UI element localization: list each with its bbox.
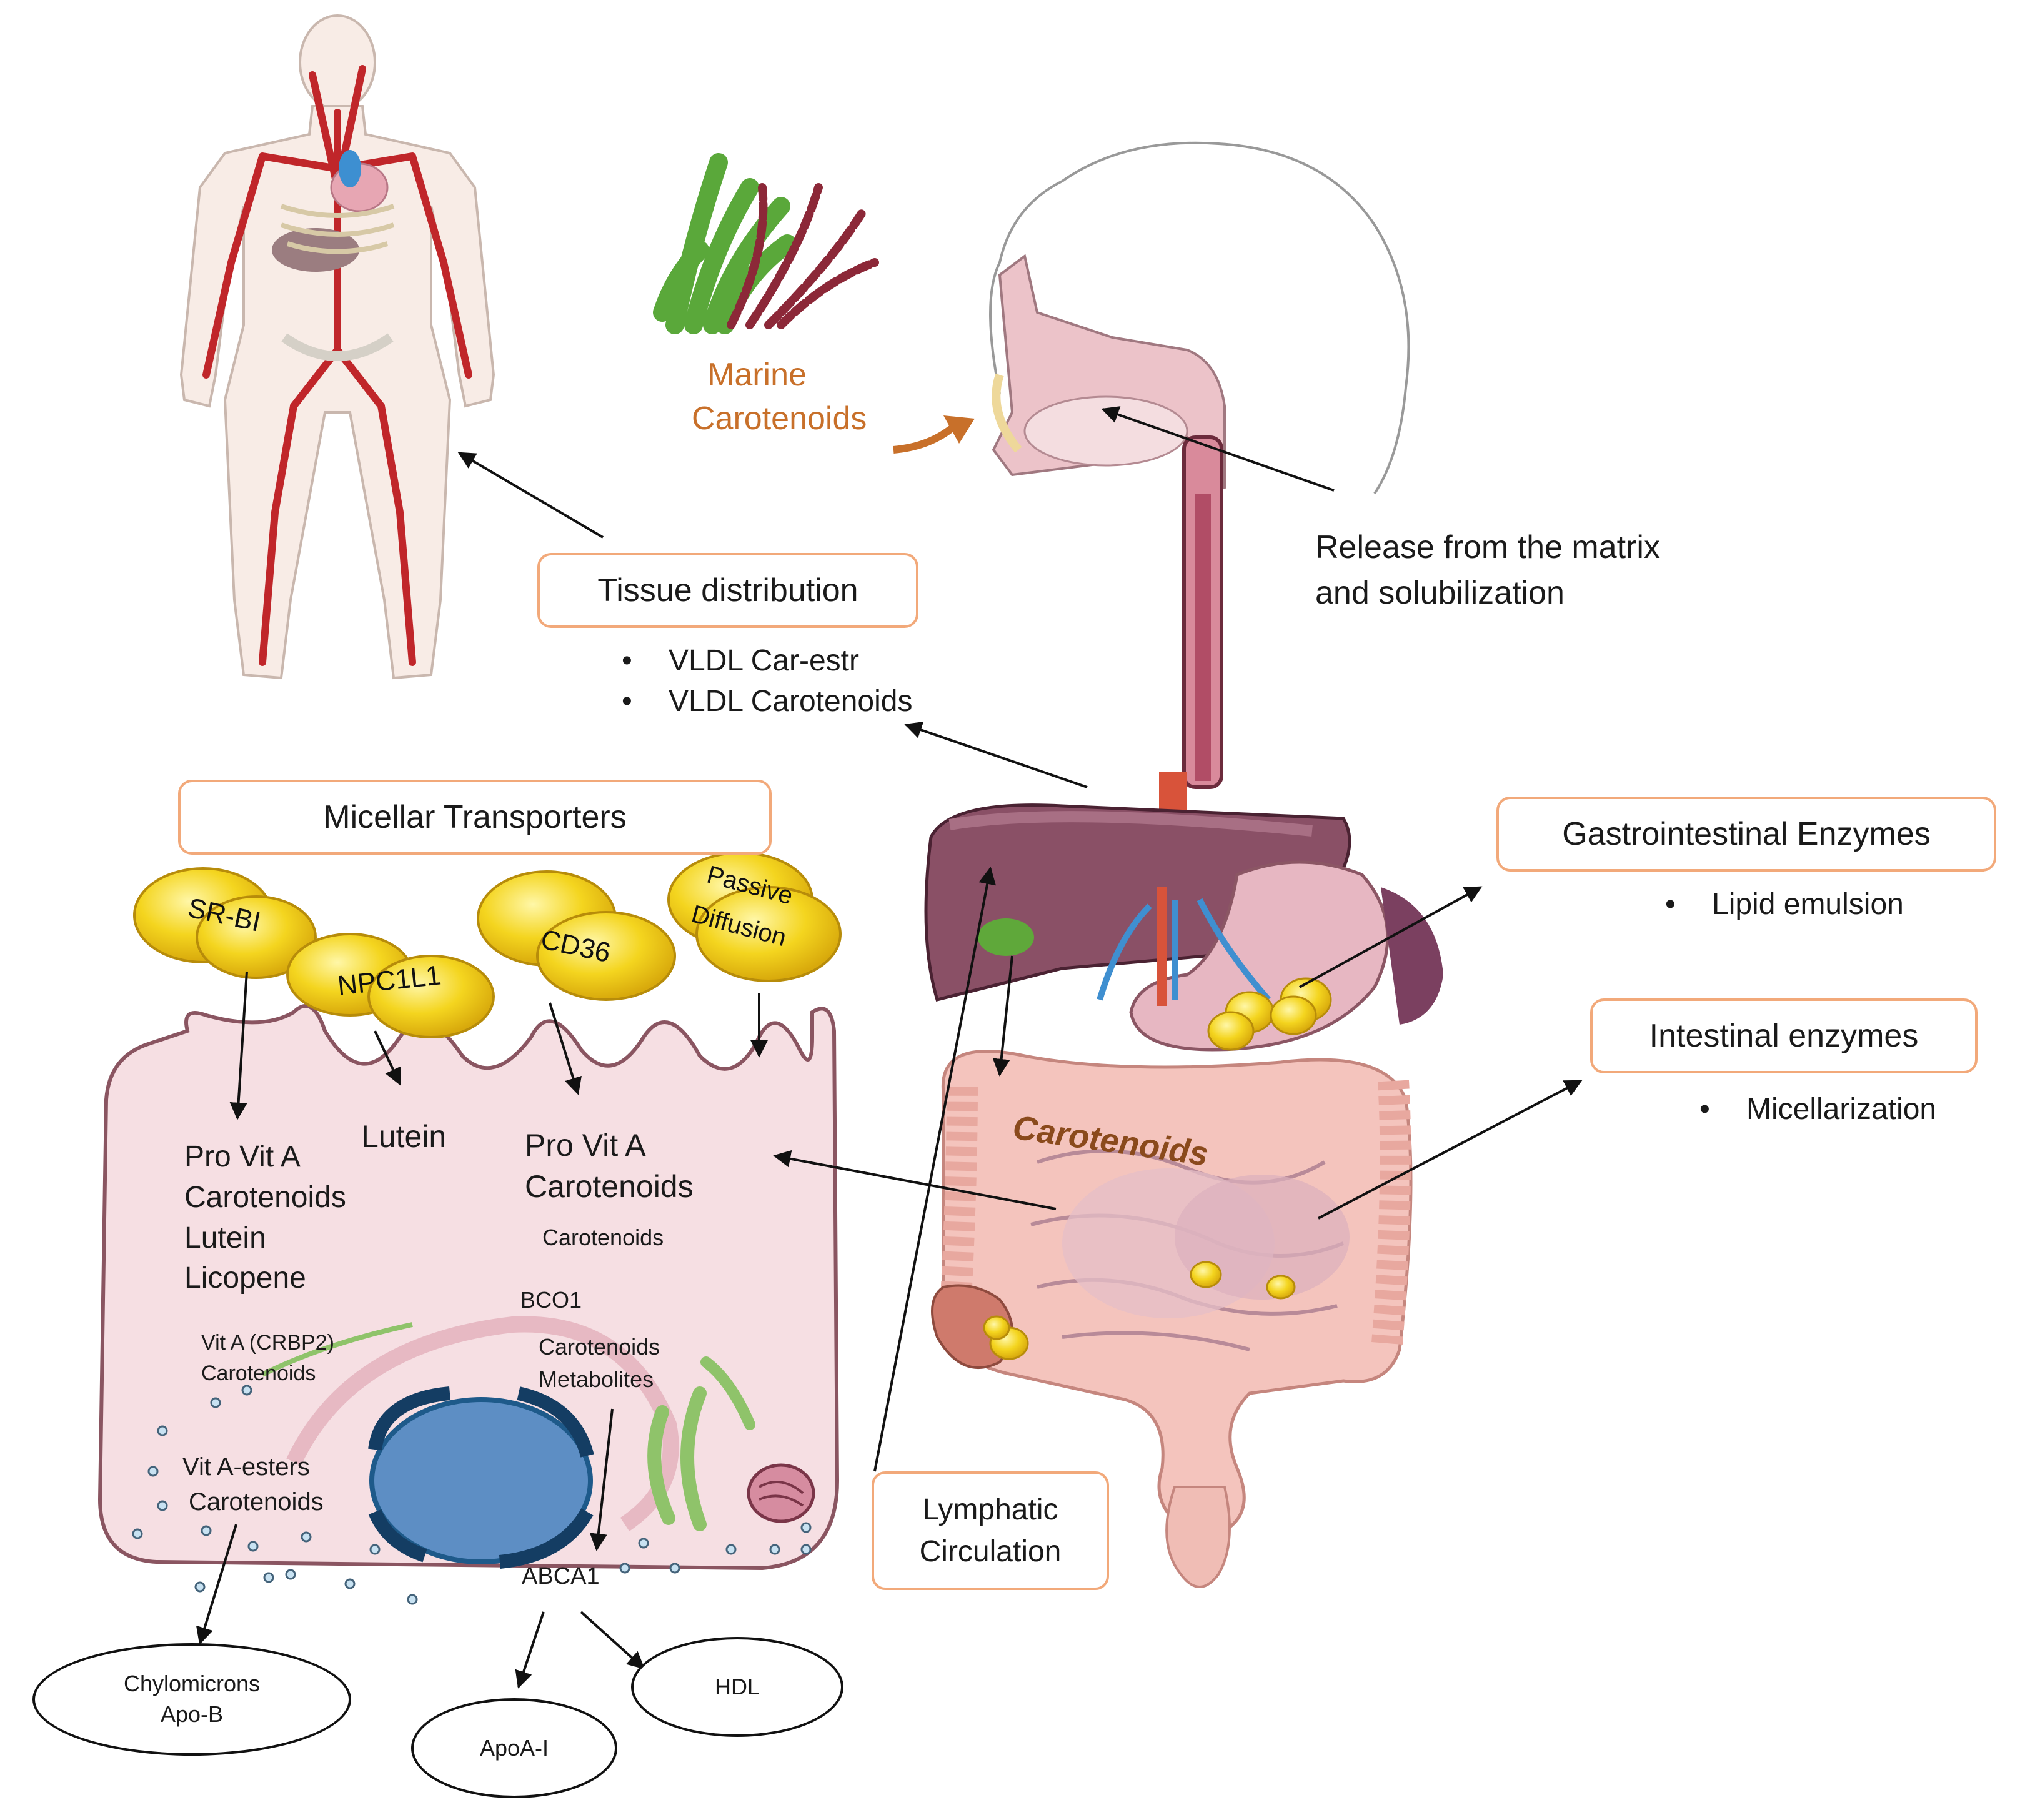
release-label-line2: and solubilization <box>1315 574 1565 611</box>
cell-left-line3: Lutein <box>184 1221 266 1255</box>
lymphatic-circulation-box: Lymphatic Circulation <box>872 1471 1109 1590</box>
abca1-label: ABCA1 <box>522 1563 600 1589</box>
marine-label-line2: Carotenoids <box>692 400 867 437</box>
hdl-oval: HDL <box>631 1637 843 1737</box>
tissue-bullet-2: VLDL Carotenoids <box>622 684 913 719</box>
gastrointestinal-enzymes-box: Gastrointestinal Enzymes <box>1496 797 1996 872</box>
cell-center-small: Carotenoids <box>542 1225 664 1250</box>
metab-line2: Metabolites <box>539 1366 654 1393</box>
intestinal-enzymes-title: Intestinal enzymes <box>1649 1018 1919 1054</box>
cell-center-text: Pro Vit A Carotenoids <box>525 1125 694 1207</box>
seaweed-illustration <box>653 153 879 334</box>
diagram-arrows <box>196 406 1583 1689</box>
gi-bullet: Lipid emulsion <box>1665 887 1904 922</box>
apoa-oval: ApoA-I <box>411 1698 617 1798</box>
cell-left-line2: Carotenoids <box>184 1180 346 1214</box>
enterocyte-cell <box>97 1004 840 1571</box>
release-label-line1: Release from the matrix <box>1315 529 1660 565</box>
bco1-label: BCO1 <box>520 1287 582 1313</box>
marine-carotenoids-label: Marine Carotenoids <box>692 353 867 440</box>
chylomicrons-oval: Chylomicrons Apo-B <box>32 1643 351 1756</box>
apoa-label: ApoA-I <box>479 1734 549 1761</box>
cell-lutein-label: Lutein <box>361 1119 447 1154</box>
metabolites-text: Carotenoids Metabolites <box>539 1331 660 1396</box>
cell-left-line4: Licopene <box>184 1261 306 1295</box>
vita-line1: Vit A (CRBP2) <box>201 1331 334 1355</box>
hdl-label: HDL <box>714 1673 760 1699</box>
source-arrowhead <box>943 415 975 444</box>
cell-left-line1: Pro Vit A <box>184 1140 301 1173</box>
tissue-distribution-box: Tissue distribution <box>537 553 918 628</box>
digestive-tract-illustration <box>924 772 1443 1588</box>
intestinal-enzymes-box: Intestinal enzymes <box>1590 998 1978 1073</box>
cell-left-text: Pro Vit A Carotenoids Lutein Licopene <box>184 1137 346 1299</box>
chylo-line2: Apo-B <box>160 1701 224 1727</box>
head-profile-illustration <box>989 141 1410 789</box>
vita-esters-text: Vit A-esters Carotenoids <box>182 1450 324 1519</box>
marine-label-line1: Marine <box>707 357 807 393</box>
chylo-line1: Chylomicrons <box>123 1671 261 1697</box>
lymphatic-line1: Lymphatic <box>922 1493 1058 1526</box>
esters-line1: Vit A-esters <box>182 1453 310 1481</box>
tissue-distribution-title: Tissue distribution <box>597 572 858 609</box>
metab-line1: Carotenoids <box>539 1334 660 1360</box>
micellar-transporters-box: Micellar Transporters <box>178 780 772 855</box>
cell-center-line2: Carotenoids <box>525 1169 694 1204</box>
intestinal-bullet: Micellarization <box>1699 1092 1936 1126</box>
gi-enzymes-title: Gastrointestinal Enzymes <box>1562 816 1931 852</box>
human-body-illustration <box>179 14 495 680</box>
release-label: Release from the matrix and solubilizati… <box>1315 525 1660 616</box>
micellar-transporters-title: Micellar Transporters <box>323 799 627 835</box>
cell-center-line1: Pro Vit A <box>525 1128 646 1163</box>
cell-vesicles <box>132 1385 812 1605</box>
transporter-micelles <box>133 852 842 1038</box>
source-arrow <box>893 422 958 454</box>
esters-line2: Carotenoids <box>189 1488 324 1516</box>
gut-micelles <box>983 977 1332 1360</box>
vita-line2: Carotenoids <box>201 1361 316 1386</box>
lymphatic-line2: Circulation <box>919 1535 1062 1568</box>
vita-crbp2-text: Vit A (CRBP2) Carotenoids <box>201 1328 334 1390</box>
tissue-bullet-1: VLDL Car-estr <box>622 644 859 678</box>
